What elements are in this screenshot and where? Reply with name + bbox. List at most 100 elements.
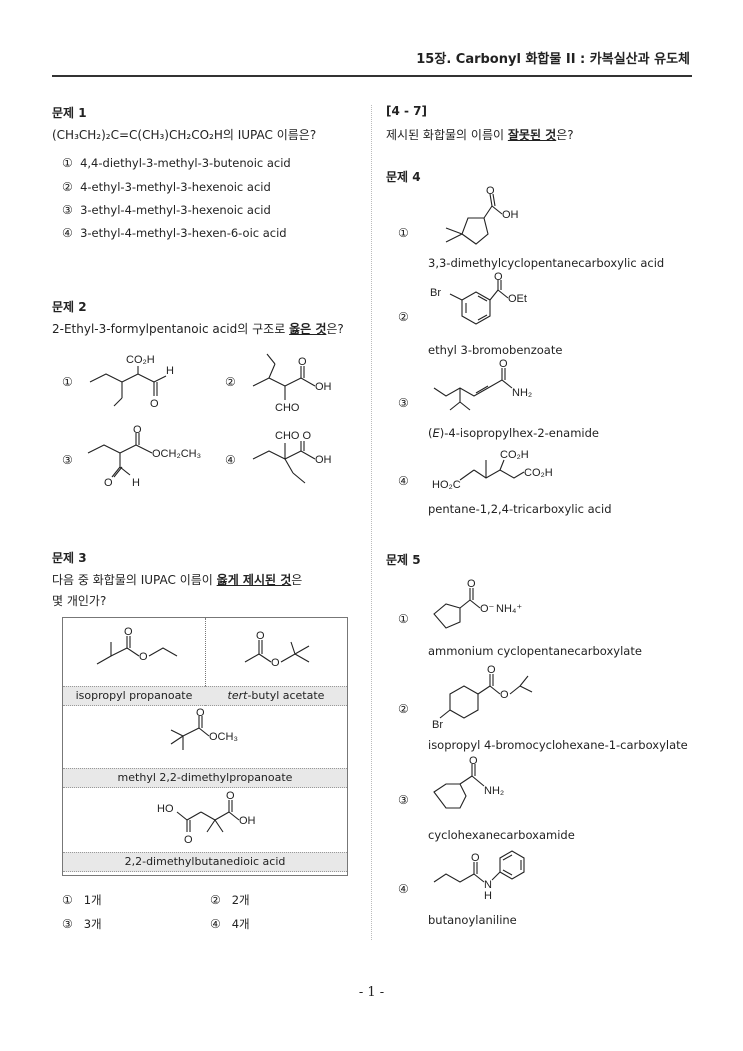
q2-structure-2: O OH CHO: [252, 353, 332, 414]
svg-text:CO₂H: CO₂H: [500, 449, 529, 461]
q2-structure-1: CO₂H H O: [89, 354, 174, 410]
svg-text:NH₄⁺: NH₄⁺: [496, 603, 522, 615]
q1-option[interactable]: ③ 3-ethyl-4-methyl-3-hexenoic acid: [62, 203, 271, 217]
isopropyl-propanoate-structure: O O: [96, 626, 178, 665]
q2-stem: 2-Ethyl-3-formylpentanoic acid의 구조로 옳은 것…: [52, 322, 344, 336]
svg-text:OH: OH: [315, 454, 332, 466]
table-divider: [205, 618, 206, 704]
table-name-tert-butyl-acetate: tert-butyl acetate: [205, 686, 347, 706]
q3-option[interactable]: ③ 3개: [62, 917, 102, 931]
butanoylaniline-structure: O N H: [433, 850, 525, 902]
svg-text:O: O: [467, 578, 476, 590]
page-number: - 1 -: [358, 985, 385, 1000]
methyl-dimethylpropanoate-structure: O OCH₃: [170, 707, 238, 750]
q3-option[interactable]: ④ 4개: [210, 917, 250, 931]
q4-option-num[interactable]: ④: [398, 474, 409, 488]
q5-option-num[interactable]: ②: [398, 702, 409, 716]
svg-text:CO₂H: CO₂H: [524, 467, 553, 479]
svg-text:O: O: [226, 790, 235, 802]
svg-text:O: O: [298, 356, 307, 368]
svg-text:HO₂C: HO₂C: [432, 479, 461, 491]
svg-text:OCH₂CH₃: OCH₂CH₃: [152, 448, 201, 460]
q5-option-num[interactable]: ③: [398, 793, 409, 807]
q5-option-num[interactable]: ④: [398, 882, 409, 896]
svg-text:NH₂: NH₂: [512, 387, 532, 399]
svg-text:H: H: [484, 890, 492, 902]
svg-text:O: O: [124, 626, 133, 638]
svg-text:O: O: [139, 651, 148, 663]
q4-option-num[interactable]: ③: [398, 396, 409, 410]
q2-option-num[interactable]: ②: [225, 375, 236, 389]
page-header-title: 15장. Carbonyl 화합물 II : 카복실산과 유도체: [416, 52, 690, 67]
svg-text:O: O: [471, 852, 480, 864]
q2-structure-4: CHO O OH: [252, 430, 332, 484]
svg-text:N: N: [484, 879, 492, 891]
svg-text:O: O: [499, 358, 508, 370]
svg-text:CHO O: CHO O: [275, 430, 312, 442]
q3-option[interactable]: ② 2개: [210, 893, 250, 907]
header-rule: [52, 75, 692, 77]
column-divider: [371, 105, 372, 940]
cyclohexanecarboxamide-structure: O NH₂: [433, 755, 504, 809]
svg-text:O: O: [487, 664, 496, 676]
q4-name-1: 3,3-dimethylcyclopentanecarboxylic acid: [428, 256, 665, 270]
svg-text:O: O: [469, 755, 478, 767]
q4-7-range: [4 - 7]: [386, 104, 428, 118]
q4-7-stem: 제시된 화합물의 이름이 잘못된 것은?: [386, 128, 574, 142]
q4-title: 문제 4: [386, 170, 421, 184]
svg-text:H: H: [166, 365, 174, 377]
table-name-methyl-dimethylpropanoate: methyl 2,2-dimethylpropanoate: [63, 768, 347, 788]
q4-name-2: ethyl 3-bromobenzoate: [428, 343, 563, 357]
svg-text:O: O: [486, 185, 495, 197]
q4-option-num[interactable]: ②: [398, 310, 409, 324]
svg-text:O: O: [150, 398, 159, 410]
svg-text:NH₂: NH₂: [484, 785, 504, 797]
table-name-dimethylbutanedioic-acid: 2,2-dimethylbutanedioic acid: [63, 852, 347, 872]
q1-option[interactable]: ① 4,4-diethyl-3-methyl-3-butenoic acid: [62, 156, 291, 170]
isopropyl-bromocyclohexanecarboxylate-structure: Br O O: [432, 664, 533, 731]
q4-option-num[interactable]: ①: [398, 226, 409, 240]
q1-stem: (CH₃CH₂)₂C=C(CH₃)CH₂CO₂H의 IUPAC 이름은?: [52, 128, 317, 142]
q5-title: 문제 5: [386, 553, 421, 567]
svg-text:CHO: CHO: [275, 402, 300, 414]
q2-option-num[interactable]: ④: [225, 453, 236, 467]
svg-text:O⁻: O⁻: [480, 603, 495, 615]
q2-title: 문제 2: [52, 300, 87, 314]
q3-stem-line2: 몇 개인가?: [52, 594, 107, 608]
q3-compound-table: O O O O isopropyl propanoate tert-butyl …: [62, 617, 348, 876]
q1-title: 문제 1: [52, 106, 87, 120]
svg-text:O: O: [256, 630, 265, 642]
svg-text:OH: OH: [315, 381, 332, 393]
q2-option-num[interactable]: ③: [62, 453, 73, 467]
svg-text:OH: OH: [239, 815, 256, 827]
svg-text:OH: OH: [502, 209, 519, 221]
svg-text:O: O: [196, 707, 205, 719]
pentanetricarboxylic-acid-structure: HO₂C CO₂H CO₂H: [432, 449, 553, 491]
q4-name-4: pentane-1,2,4-tricarboxylic acid: [428, 502, 612, 516]
svg-text:OEt: OEt: [508, 293, 527, 305]
svg-text:OCH₃: OCH₃: [209, 731, 238, 743]
dimethylcyclopentanecarboxylic-acid-structure: O OH: [445, 185, 519, 245]
q5-name-1: ammonium cyclopentanecarboxylate: [428, 644, 642, 658]
dimethylbutanedioic-acid-structure: HO O O OH: [157, 790, 256, 846]
svg-text:O: O: [271, 657, 280, 669]
table-name-isopropyl-propanoate: isopropyl propanoate: [63, 686, 205, 706]
q3-option[interactable]: ① 1개: [62, 893, 102, 907]
svg-text:O: O: [104, 477, 113, 489]
ethyl-bromobenzoate-structure: Br O OEt: [430, 271, 527, 325]
tert-butyl-acetate-structure: O O: [244, 630, 310, 669]
svg-text:O: O: [133, 424, 142, 436]
q5-option-num[interactable]: ①: [398, 612, 409, 626]
q5-name-2: isopropyl 4-bromocyclohexane-1-carboxyla…: [428, 738, 688, 752]
q2-structure-3: O OCH₂CH₃ O H: [87, 424, 201, 489]
svg-text:O: O: [494, 271, 503, 283]
q2-option-num[interactable]: ①: [62, 375, 73, 389]
svg-text:HO: HO: [157, 803, 174, 815]
q4-name-3: (E)-4-isopropylhex-2-enamide: [428, 426, 599, 440]
q1-option[interactable]: ② 4-ethyl-3-methyl-3-hexenoic acid: [62, 180, 271, 194]
q5-name-3: cyclohexanecarboxamide: [428, 828, 575, 842]
isopropylhexenamide-structure: O NH₂: [433, 358, 532, 411]
svg-text:CO₂H: CO₂H: [126, 354, 155, 366]
svg-text:H: H: [132, 477, 140, 489]
q1-option[interactable]: ④ 3-ethyl-4-methyl-3-hexen-6-oic acid: [62, 226, 287, 240]
